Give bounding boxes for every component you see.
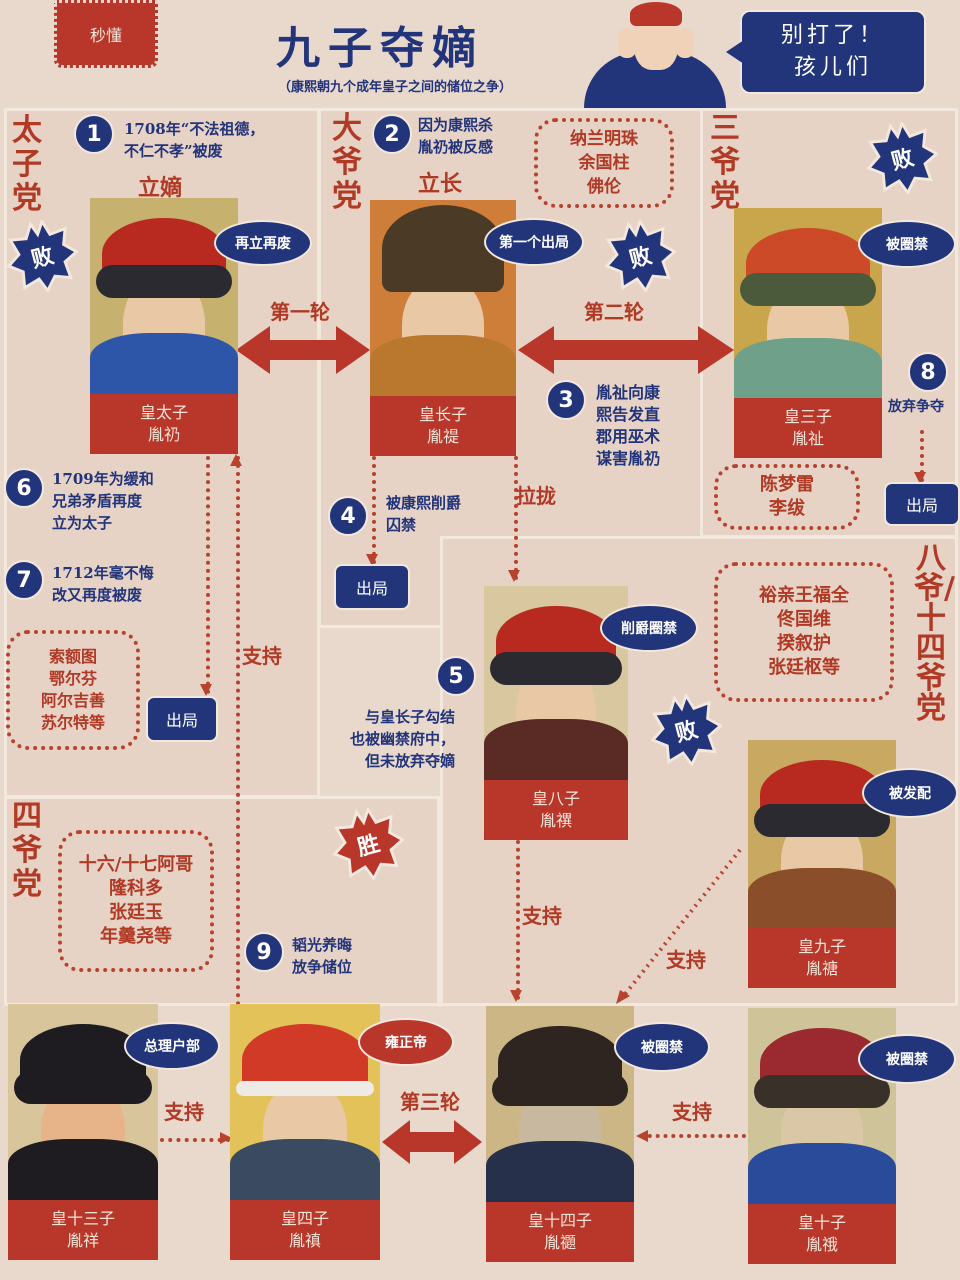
supporters-eighth: 裕亲王福全 佟国维 揆叙护 张廷枢等	[714, 562, 894, 702]
lose-badge-crown: 败	[6, 218, 80, 294]
link-eldest-recruit-eighth	[514, 456, 518, 580]
emperor-figure	[584, 0, 726, 108]
supporters-fourth: 十六/十七阿哥 隆科多 张廷玉 年羹尧等	[58, 830, 214, 972]
support-label-ninth: 支持	[666, 948, 706, 972]
bubble-ninth: 被发配	[862, 768, 958, 818]
link-thirteenth-support-fourth	[160, 1138, 230, 1142]
event-note-1: 1708年“不法祖德， 不仁不孝”被废	[124, 120, 265, 160]
star-burst-icon	[866, 120, 940, 196]
event-number-6: 6	[4, 468, 44, 508]
bubble-thirteenth: 总理户部	[124, 1022, 220, 1070]
portrait-fourth[interactable]: 皇四子胤禛	[230, 1004, 380, 1260]
portrait-fourteenth[interactable]: 皇十四子胤禵	[486, 1006, 634, 1262]
event-note-2: 因为康熙杀 胤礽被反感	[418, 116, 494, 156]
event-note-7: 1712年毫不悔 改又再度被废	[52, 564, 154, 604]
star-burst-icon	[332, 806, 406, 882]
link-eldest-out	[372, 456, 376, 564]
bubble-eighth: 削爵圈禁	[600, 604, 698, 652]
prince-label-tenth: 皇十子胤䄉	[748, 1204, 896, 1264]
bubble-tenth: 被圈禁	[858, 1034, 956, 1084]
prince-label-fourth: 皇四子胤禛	[230, 1200, 380, 1260]
event-note-3: 胤祉向康 熙告发直 郡用巫术 谋害胤礽	[596, 383, 661, 468]
bubble-crown: 再立再废	[214, 220, 312, 266]
bubble-eldest: 第一个出局	[484, 218, 584, 266]
event-number-5: 5	[436, 656, 476, 696]
page-title: 九子夺嫡	[276, 23, 484, 74]
portrait-thirteenth[interactable]: 皇十三子胤祥	[8, 1004, 158, 1260]
prince-label-crown: 皇太子胤礽	[90, 394, 238, 454]
event-number-1: 1	[74, 114, 114, 154]
stamp-label: 秒懂	[89, 26, 122, 45]
bubble-fourteenth: 被圈禁	[614, 1022, 710, 1072]
supporters-crown-prince: 索额图 鄂尔芬 阿尔吉善 苏尔特等	[6, 630, 140, 750]
party-label-fourth: 四爷党	[12, 799, 42, 902]
link-fourth-support-crown	[236, 456, 240, 1006]
support-label-crown: 支持	[242, 644, 282, 668]
supporters-eldest: 纳兰明珠 余国柱 佛伦	[534, 118, 674, 208]
bubble-third: 被圈禁	[858, 220, 956, 268]
portrait-third[interactable]: 皇三子胤祉	[734, 208, 882, 458]
event-note-8: 放弃争夺	[888, 399, 944, 415]
star-burst-icon	[604, 218, 678, 294]
prince-label-thirteenth: 皇十三子胤祥	[8, 1200, 158, 1260]
page-subtitle: （康熙朝九个成年皇子之间的储位之争）	[277, 80, 512, 95]
slogan-li-di: 立嫡	[138, 175, 183, 201]
prince-label-ninth: 皇九子胤禟	[748, 928, 896, 988]
event-number-4: 4	[328, 496, 368, 536]
out-button-third[interactable]: 出局	[884, 482, 960, 526]
portrait-ninth[interactable]: 皇九子胤禟	[748, 740, 896, 988]
event-note-4: 被康熙削爵 囚禁	[386, 494, 462, 534]
event-number-2: 2	[372, 114, 412, 154]
link-third-out	[920, 430, 924, 482]
portrait-crown-prince[interactable]: 皇太子胤礽	[90, 198, 238, 454]
prince-label-eighth: 皇八子胤禩	[484, 780, 628, 840]
emperor-speech-bubble: 别打了！ 孩儿们	[726, 10, 926, 94]
party-label-third: 三爷党	[710, 111, 740, 214]
out-button-crown[interactable]: 出局	[146, 696, 218, 742]
link-eighth-support-fourteenth	[516, 840, 520, 1000]
event-note-5: 与皇长子勾结 也被幽禁府中， 但未放弃夺嫡	[350, 708, 456, 770]
support-label-tenth: 支持	[672, 1100, 712, 1124]
round-first-label: 第一轮	[270, 300, 330, 324]
slogan-li-zhang: 立长	[418, 171, 463, 197]
recruit-label: 拉拢	[516, 484, 556, 508]
lose-badge-eldest: 败	[604, 218, 678, 294]
lose-badge-eighth: 败	[650, 692, 724, 768]
event-number-3: 3	[546, 380, 586, 420]
out-button-eldest[interactable]: 出局	[334, 564, 410, 610]
portrait-tenth[interactable]: 皇十子胤䄉	[748, 1008, 896, 1264]
event-number-8: 8	[908, 352, 948, 392]
star-burst-icon	[6, 218, 80, 294]
event-note-9: 韬光养晦 放争储位	[292, 936, 353, 976]
prince-label-third: 皇三子胤祉	[734, 398, 882, 458]
round-second-label: 第二轮	[584, 300, 644, 324]
event-number-9: 9	[244, 932, 284, 972]
prince-label-fourteenth: 皇十四子胤禵	[486, 1202, 634, 1262]
link-crown-out	[206, 456, 210, 694]
party-label-eighth-fourteenth: 八爷/十四爷党	[914, 541, 955, 726]
win-badge-fourth: 胜	[332, 806, 406, 882]
stamp-badge: 秒懂	[54, 0, 158, 68]
event-note-6: 1709年为缓和 兄弟矛盾再度 立为太子	[52, 470, 154, 532]
support-label-thirteenth: 支持	[164, 1100, 204, 1124]
speech-text: 别打了！ 孩儿们	[780, 23, 885, 80]
bubble-fourth: 雍正帝	[358, 1018, 454, 1066]
prince-label-eldest: 皇长子胤禔	[370, 396, 516, 456]
supporters-third: 陈梦雷 李绂	[714, 464, 860, 530]
link-tenth-support-fourteenth	[640, 1134, 746, 1138]
support-label-eighth: 支持	[522, 904, 562, 928]
round-third-label: 第三轮	[400, 1090, 460, 1114]
star-burst-icon	[650, 692, 724, 768]
lose-badge-third: 败	[866, 120, 940, 196]
party-label-crown-prince: 太子党	[12, 113, 42, 216]
party-label-eldest: 大爷党	[332, 111, 362, 214]
event-number-7: 7	[4, 560, 44, 600]
